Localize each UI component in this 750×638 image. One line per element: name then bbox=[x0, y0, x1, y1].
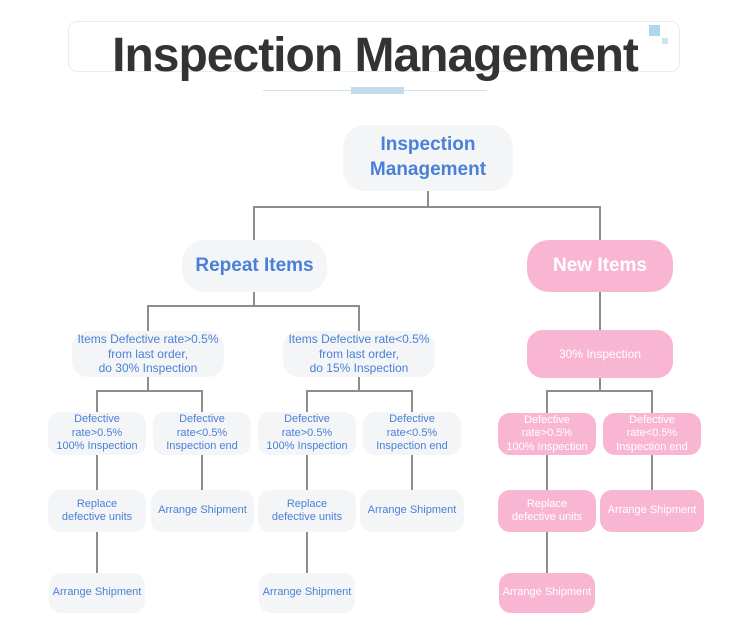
connector bbox=[306, 390, 308, 412]
connector bbox=[546, 532, 548, 573]
node-check: Defective rate>0.5% 100% Inspection bbox=[258, 412, 356, 455]
node-final: Arrange Shipment bbox=[49, 573, 145, 613]
connector bbox=[651, 455, 653, 490]
connector bbox=[546, 455, 548, 490]
connector bbox=[358, 377, 360, 392]
connector bbox=[427, 191, 429, 207]
node-step: Replace defective units bbox=[258, 490, 356, 532]
node-new-items: New Items bbox=[527, 240, 673, 292]
node-step: Arrange Shipment bbox=[600, 490, 704, 532]
connector bbox=[96, 390, 203, 392]
connector bbox=[147, 377, 149, 392]
connector bbox=[96, 532, 98, 573]
connector bbox=[599, 292, 601, 330]
connector bbox=[253, 292, 255, 307]
connector bbox=[254, 206, 601, 208]
connector bbox=[306, 455, 308, 490]
accent-square-small-icon bbox=[662, 38, 668, 44]
title-card bbox=[68, 21, 680, 72]
node-check: Defective rate<0.5% Inspection end bbox=[363, 412, 461, 455]
connector bbox=[201, 455, 203, 490]
node-condition-repeat-low: Items Defective rate<0.5% from last orde… bbox=[283, 331, 435, 377]
connector bbox=[651, 390, 653, 413]
connector bbox=[147, 305, 149, 331]
node-final: Arrange Shipment bbox=[499, 573, 595, 613]
node-check: Defective rate<0.5% Inspection end bbox=[153, 412, 251, 455]
node-step: Arrange Shipment bbox=[360, 490, 464, 532]
connector bbox=[546, 390, 653, 392]
node-final: Arrange Shipment bbox=[259, 573, 355, 613]
node-condition-repeat-high: Items Defective rate>0.5% from last orde… bbox=[72, 331, 224, 377]
page-title: Inspection Management bbox=[112, 29, 639, 82]
connector bbox=[147, 305, 360, 307]
connector bbox=[253, 206, 255, 240]
node-step: Arrange Shipment bbox=[151, 490, 254, 532]
node-step: Replace defective units bbox=[498, 490, 596, 532]
node-condition-new: 30% Inspection bbox=[527, 330, 673, 378]
node-check: Defective rate>0.5% 100% Inspection bbox=[48, 412, 146, 455]
connector bbox=[358, 305, 360, 331]
connector bbox=[411, 390, 413, 412]
connector bbox=[411, 455, 413, 490]
node-check: Defective rate<0.5% Inspection end bbox=[603, 413, 701, 455]
node-step: Replace defective units bbox=[48, 490, 146, 532]
title-underline-accent bbox=[351, 87, 404, 94]
connector bbox=[96, 455, 98, 490]
connector bbox=[599, 378, 601, 392]
connector bbox=[96, 390, 98, 412]
connector bbox=[306, 532, 308, 573]
accent-square-icon bbox=[649, 25, 660, 36]
node-root: Inspection Management bbox=[343, 125, 513, 191]
node-check: Defective rate>0.5% 100% Inspection bbox=[498, 413, 596, 455]
connector bbox=[201, 390, 203, 412]
connector bbox=[306, 390, 413, 392]
connector bbox=[599, 206, 601, 240]
connector bbox=[546, 390, 548, 413]
node-repeat-items: Repeat Items bbox=[182, 240, 327, 292]
